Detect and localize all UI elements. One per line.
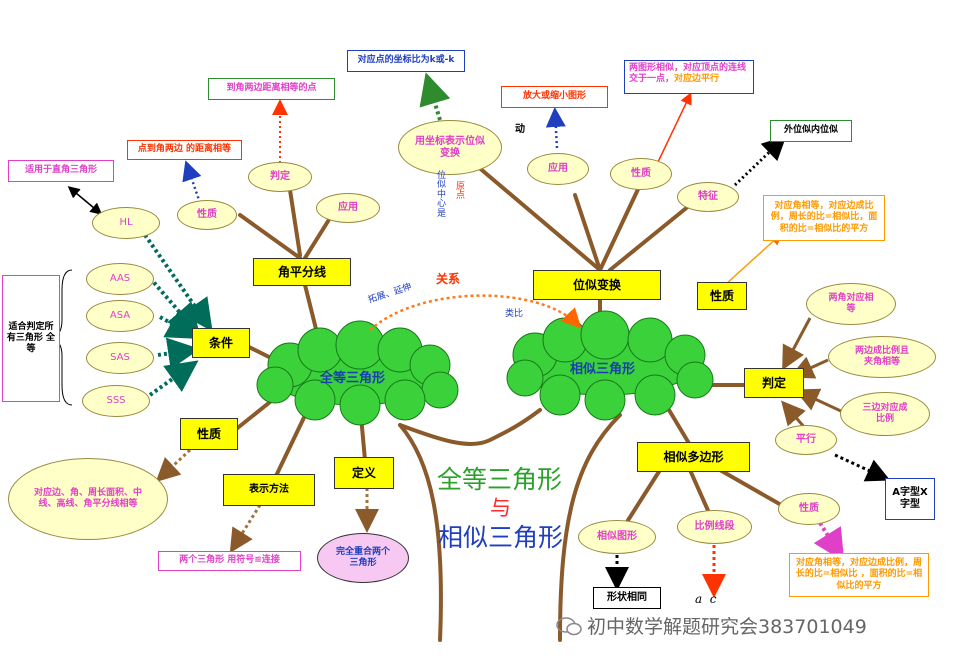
bisector-judge-note: 到角两边距离相等的点 [208,78,335,100]
relation-label: 关系 [436,272,461,286]
judge-parallel[interactable]: 平行 [775,425,837,455]
similar-judge-box[interactable]: 判定 [744,368,804,398]
relation-right-label: 类比 [505,309,524,319]
bisector-judge-node[interactable]: 判定 [248,162,312,192]
notation-detail: 两个三角形 用符号≌连接 [158,551,301,571]
congruent-property-detail: 对应边、角、周长面积、中线、高线、角平分线相等 [8,458,168,540]
homothety-property-note-part2: 对应边平行 [674,74,720,85]
polygon-figure-note: 形状相同 [593,587,661,609]
similar-cloud[interactable]: 相似三角形 [570,362,636,377]
judge-sas[interactable]: 两边成比例且夹角相等 [828,336,936,378]
bisector-apply-node[interactable]: 应用 [316,193,380,223]
homothety-feature-note: 外位似内位似 [770,120,852,142]
notation-box[interactable]: 表示方法 [223,474,315,506]
similar-property-box[interactable]: 性质 [697,282,747,310]
judge-two-angles[interactable]: 两角对应相等 [806,283,896,325]
condition-sss[interactable]: SSS [82,385,150,417]
homothety-apply-node[interactable]: 应用 [527,153,589,185]
angle-bisector-box[interactable]: 角平分线 [253,258,351,286]
chat-bubble-icon [556,616,582,635]
definition-box[interactable]: 定义 [334,457,394,489]
definition-detail: 完全重合两个三角形 [317,533,409,583]
congruent-cloud-shape [256,320,459,426]
hl-note: 适用于直角三角形 [8,160,114,182]
conditions-box[interactable]: 条件 [192,328,250,358]
homothety-coord-note: 对应点的坐标比为k或-k [347,50,465,72]
homothety-center-origin: 原点 [456,182,466,202]
homothety-coord-node[interactable]: 用坐标表示位似变换 [398,120,502,175]
homothety-feature-node[interactable]: 特征 [677,182,739,212]
condition-aas[interactable]: AAS [86,263,154,295]
judge-parallel-note: A字型X字型 [885,478,935,520]
polygon-ratio-note: a c [695,592,717,606]
similar-polygon-box[interactable]: 相似多边形 [637,442,750,472]
homothety-property-note: 两图形相似，对应顶点的连线交于一点，对应边平行 [624,60,754,94]
bisector-property-node[interactable]: 性质 [177,200,237,230]
bisector-property-note: 点到角两边 的距离相等 [127,140,242,160]
center-title-line2: 与 [490,496,511,520]
condition-hl[interactable]: HL [92,207,160,239]
similar-property-detail: 对应角相等，对应边成比例，周长的比=相似比，面积的比=相似比的平方 [763,195,885,241]
polygon-property-node[interactable]: 性质 [778,493,840,525]
similar-cloud-shape [506,310,714,421]
center-title-line3: 相似三角形 [438,523,564,552]
condition-sas[interactable]: SAS [86,342,154,374]
judge-sss[interactable]: 三边对应成比例 [840,392,930,436]
homothety-property-node[interactable]: 性质 [610,158,672,190]
homothety-property-note-part1: 两图形相似，对应顶点的连线交于一点， [629,63,747,85]
watermark: 初中数学解题研究会383701049 [555,612,867,639]
polygon-ratio-node[interactable]: 比例线段 [677,510,752,544]
congruent-property-box[interactable]: 性质 [180,418,238,450]
polygon-figure-node[interactable]: 相似图形 [578,520,656,554]
center-title-line1: 全等三角形 [437,465,563,494]
watermark-text: 初中数学解题研究会383701049 [587,616,867,638]
homothety-box[interactable]: 位似变换 [533,270,661,300]
homothety-center-label: 位似中心是 [437,171,447,219]
polygon-property-note: 对应角相等，对应边成比例，周长的比=相似比 ，面积的比=相似比的平方 [789,553,929,597]
homothety-move-label: 动 [515,124,525,135]
condition-asa[interactable]: ASA [86,300,154,332]
homothety-apply-note: 放大或缩小图形 [501,86,608,108]
conditions-general-note: 适合判定所有三角形 全等 [2,275,60,402]
congruent-cloud[interactable]: 全等三角形 [320,371,386,386]
